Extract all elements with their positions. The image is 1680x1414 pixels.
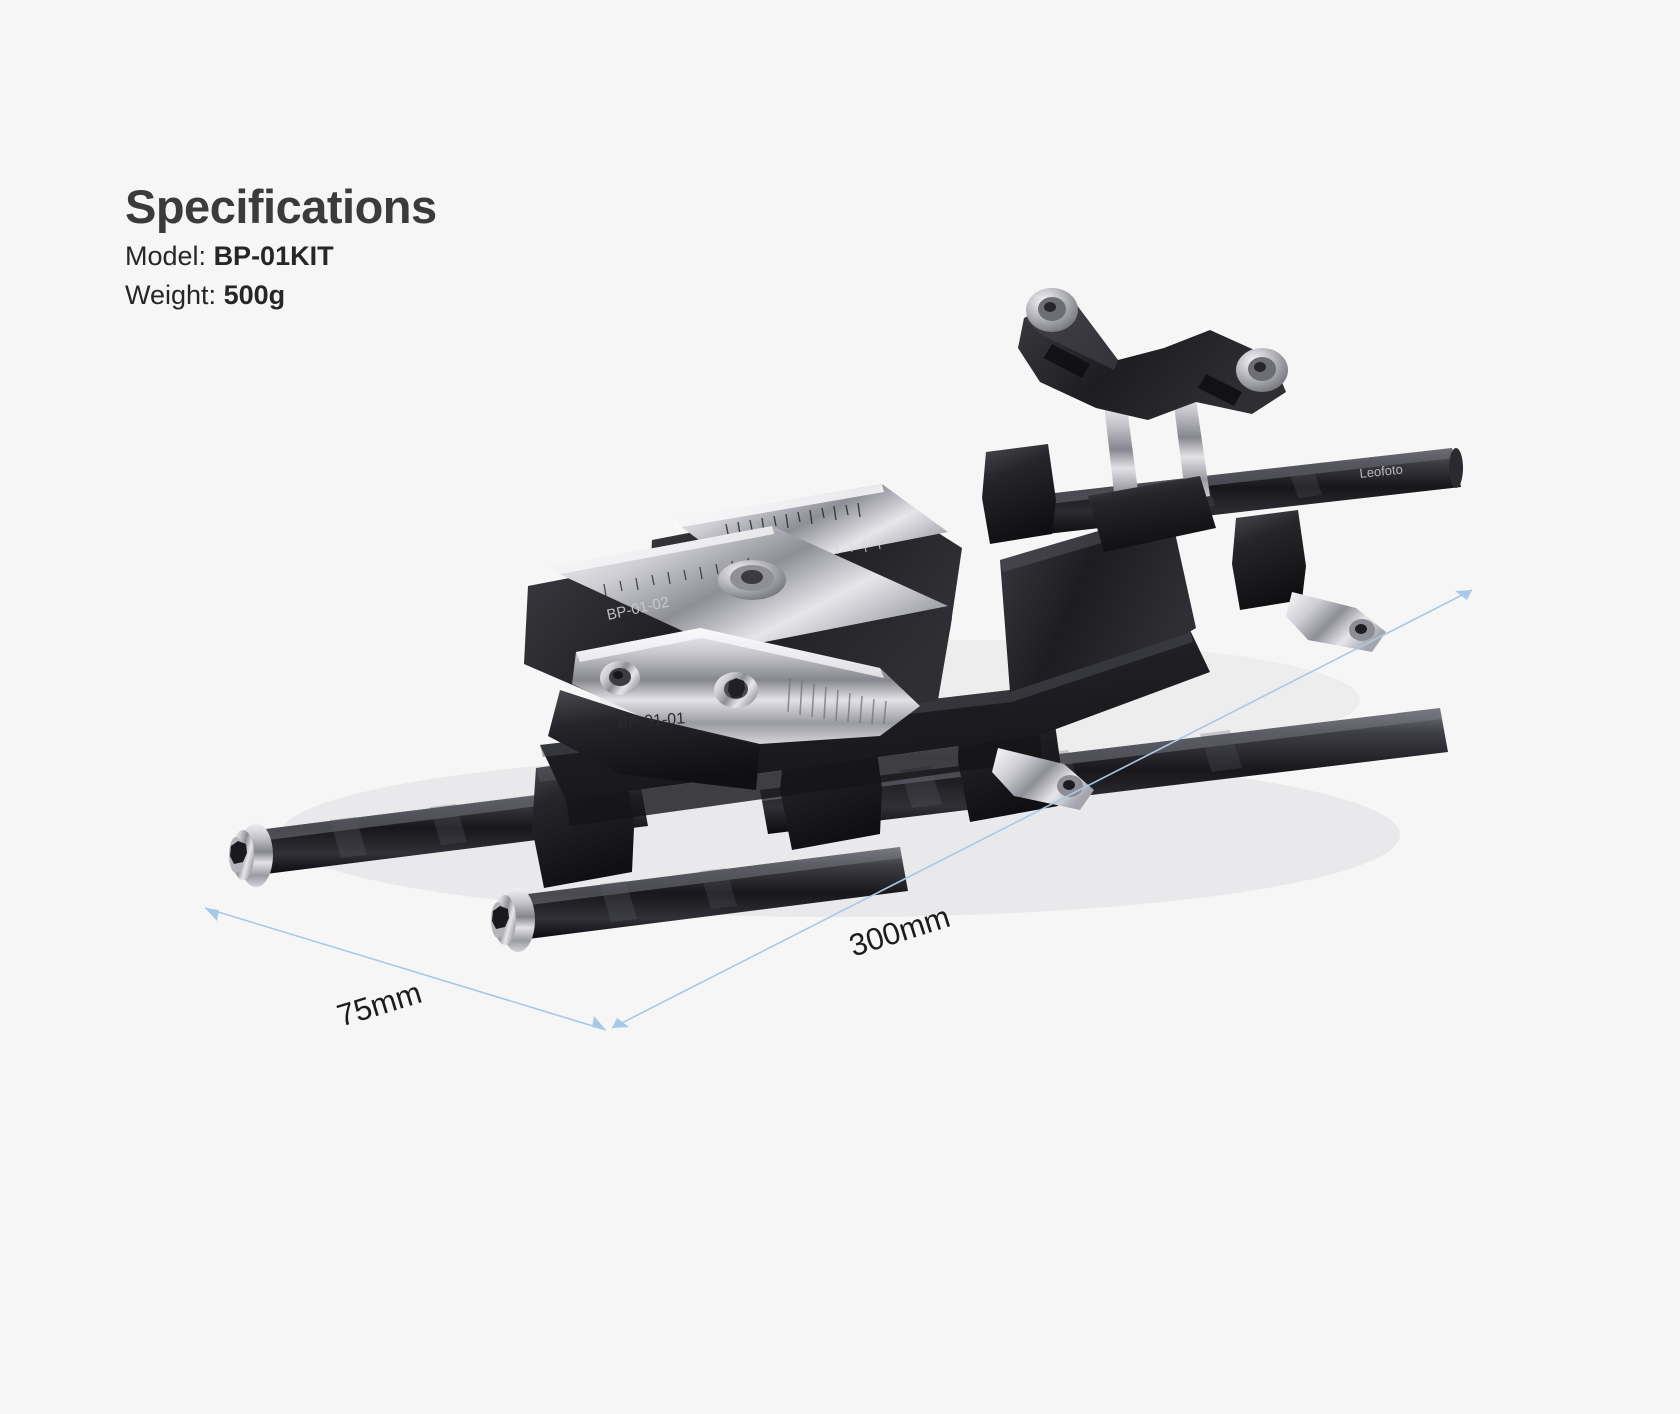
arch-knob-right	[1236, 348, 1288, 392]
rod-clamp-blocks	[532, 444, 1306, 888]
engraving-bp-01-02: BP-01-02	[605, 594, 671, 624]
dimension-arrow-300-start	[612, 1018, 629, 1028]
dimension-line-300	[611, 589, 1473, 1029]
scale-ruler-lower	[751, 538, 881, 567]
engraving-bp-01-01: BP-01-01	[617, 710, 686, 732]
dimension-arrow-75-start	[205, 908, 219, 921]
clamp-lever-assembly: BP-01-01	[548, 628, 920, 790]
scale-ruler-rail	[603, 557, 751, 597]
spec-row-model: Model: BP-01KIT	[125, 237, 437, 275]
carbon-rod-rear: Leofoto	[1020, 448, 1463, 536]
center-pivot-knob	[718, 560, 786, 600]
dimension-lines	[204, 589, 1473, 1031]
spec-value-model: BP-01KIT	[213, 241, 334, 272]
safety-pin	[714, 672, 758, 708]
carbon-rod-front-mid	[491, 847, 908, 952]
spec-row-weight: Weight: 500g	[125, 276, 437, 314]
base-plate	[540, 510, 1210, 826]
svg-text:Leofoto: Leofoto	[1359, 462, 1404, 481]
shoulder-support-arch	[1018, 288, 1288, 552]
hex-bolt-left	[600, 661, 640, 695]
spec-value-weight: 500g	[223, 279, 286, 310]
product-shadow	[280, 640, 1400, 917]
carbon-rod-front-right	[760, 708, 1448, 834]
carbon-rod-front-left	[229, 782, 648, 887]
dimension-arrow-75-end	[592, 1016, 606, 1030]
arch-knob-left	[1026, 288, 1078, 332]
page-title: Specifications	[125, 180, 437, 233]
spec-label-weight: Weight:	[125, 279, 217, 310]
dimension-label-75mm: 75mm	[333, 974, 426, 1034]
scale-ruler-top	[725, 502, 861, 535]
side-mount-plates	[992, 592, 1386, 810]
spec-label-model: Model:	[125, 241, 207, 272]
dimension-arrow-300-end	[1455, 590, 1472, 600]
specifications-block: Specifications Model: BP-01KIT Weight: 5…	[125, 182, 437, 314]
dimension-label-300mm: 300mm	[845, 898, 955, 964]
quick-release-clamp-lower: BP-01-02	[524, 526, 952, 746]
rod-end-cap-left	[229, 823, 273, 887]
quick-release-clamp-upper	[648, 484, 962, 676]
rod-end-cap-mid	[491, 888, 535, 952]
knurled-grip	[787, 677, 887, 725]
